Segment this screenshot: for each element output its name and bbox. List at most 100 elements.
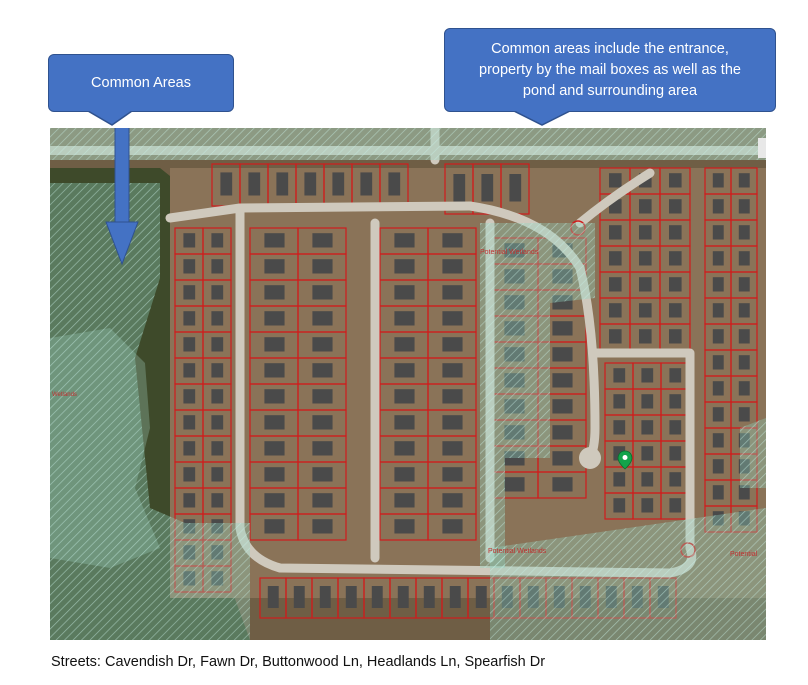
house <box>264 311 285 326</box>
house <box>641 446 654 461</box>
streets-caption: Streets: Cavendish Dr, Fawn Dr, Buttonwo… <box>51 654 546 670</box>
house <box>442 311 463 326</box>
house <box>264 389 285 404</box>
house <box>360 172 373 196</box>
house <box>211 441 224 456</box>
house <box>264 363 285 378</box>
house <box>394 285 415 300</box>
house <box>183 285 196 300</box>
house <box>552 373 573 388</box>
common-area-bottom <box>490 508 766 640</box>
house <box>442 233 463 248</box>
house <box>712 303 724 318</box>
house <box>641 472 654 487</box>
house <box>183 311 196 326</box>
house <box>738 329 750 344</box>
house <box>312 259 333 274</box>
house <box>669 329 682 344</box>
map-label-potential: Potential <box>730 551 758 558</box>
callout-pointer <box>514 111 571 126</box>
house <box>423 586 435 608</box>
house <box>397 586 409 608</box>
house <box>552 399 573 414</box>
house <box>319 586 331 608</box>
house <box>609 251 622 266</box>
house <box>712 277 724 292</box>
callout-common-areas-description: Common areas include the entrance, prope… <box>444 28 776 126</box>
house <box>264 493 285 508</box>
common-area-center <box>480 223 595 568</box>
map-label-wetlands-1: Potential Wetlands <box>480 249 539 256</box>
house <box>639 303 652 318</box>
house <box>183 363 196 378</box>
house <box>669 199 682 214</box>
house <box>394 467 415 482</box>
house <box>669 303 682 318</box>
house <box>613 368 626 383</box>
callout-line-2: property by the mail boxes as well as th… <box>479 61 741 78</box>
house <box>211 285 224 300</box>
callout-pointer <box>88 111 133 126</box>
house <box>613 420 626 435</box>
house <box>475 586 487 608</box>
house <box>669 498 682 513</box>
house <box>394 519 415 534</box>
house <box>669 251 682 266</box>
house <box>442 519 463 534</box>
house <box>394 493 415 508</box>
house <box>304 172 317 196</box>
house <box>264 415 285 430</box>
house <box>211 337 224 352</box>
house <box>609 173 622 188</box>
house <box>669 420 682 435</box>
house <box>394 441 415 456</box>
common-area-left <box>50 183 250 640</box>
house <box>183 389 196 404</box>
callout-description-text: Common areas include the entrance, prope… <box>444 28 776 112</box>
house <box>183 259 196 274</box>
house <box>264 285 285 300</box>
house <box>332 172 345 196</box>
house <box>312 285 333 300</box>
house <box>669 173 682 188</box>
house <box>639 329 652 344</box>
house <box>552 451 573 466</box>
house <box>669 225 682 240</box>
house <box>312 337 333 352</box>
house <box>394 415 415 430</box>
house <box>738 303 750 318</box>
house <box>394 233 415 248</box>
house <box>712 381 724 396</box>
house <box>394 259 415 274</box>
map-label-wetlands-2: Potential Wetlands <box>488 548 547 555</box>
down-arrow-icon <box>105 128 139 266</box>
house <box>712 485 724 500</box>
house <box>738 251 750 266</box>
house <box>394 363 415 378</box>
house <box>712 459 724 474</box>
house <box>613 472 626 487</box>
house <box>264 467 285 482</box>
house <box>442 285 463 300</box>
house <box>183 337 196 352</box>
house <box>738 173 750 188</box>
cul-de-sac <box>579 447 601 469</box>
street-east <box>590 348 695 553</box>
house <box>552 425 573 440</box>
house <box>264 441 285 456</box>
house <box>509 174 522 202</box>
house <box>312 363 333 378</box>
house <box>504 477 525 492</box>
house <box>442 441 463 456</box>
house <box>442 259 463 274</box>
house <box>738 199 750 214</box>
house <box>639 251 652 266</box>
house <box>264 337 285 352</box>
house <box>312 519 333 534</box>
house <box>552 321 573 336</box>
house <box>641 498 654 513</box>
house <box>264 259 285 274</box>
callout-common-areas: Common Areas <box>48 54 234 126</box>
street-north <box>165 201 475 223</box>
house <box>312 415 333 430</box>
